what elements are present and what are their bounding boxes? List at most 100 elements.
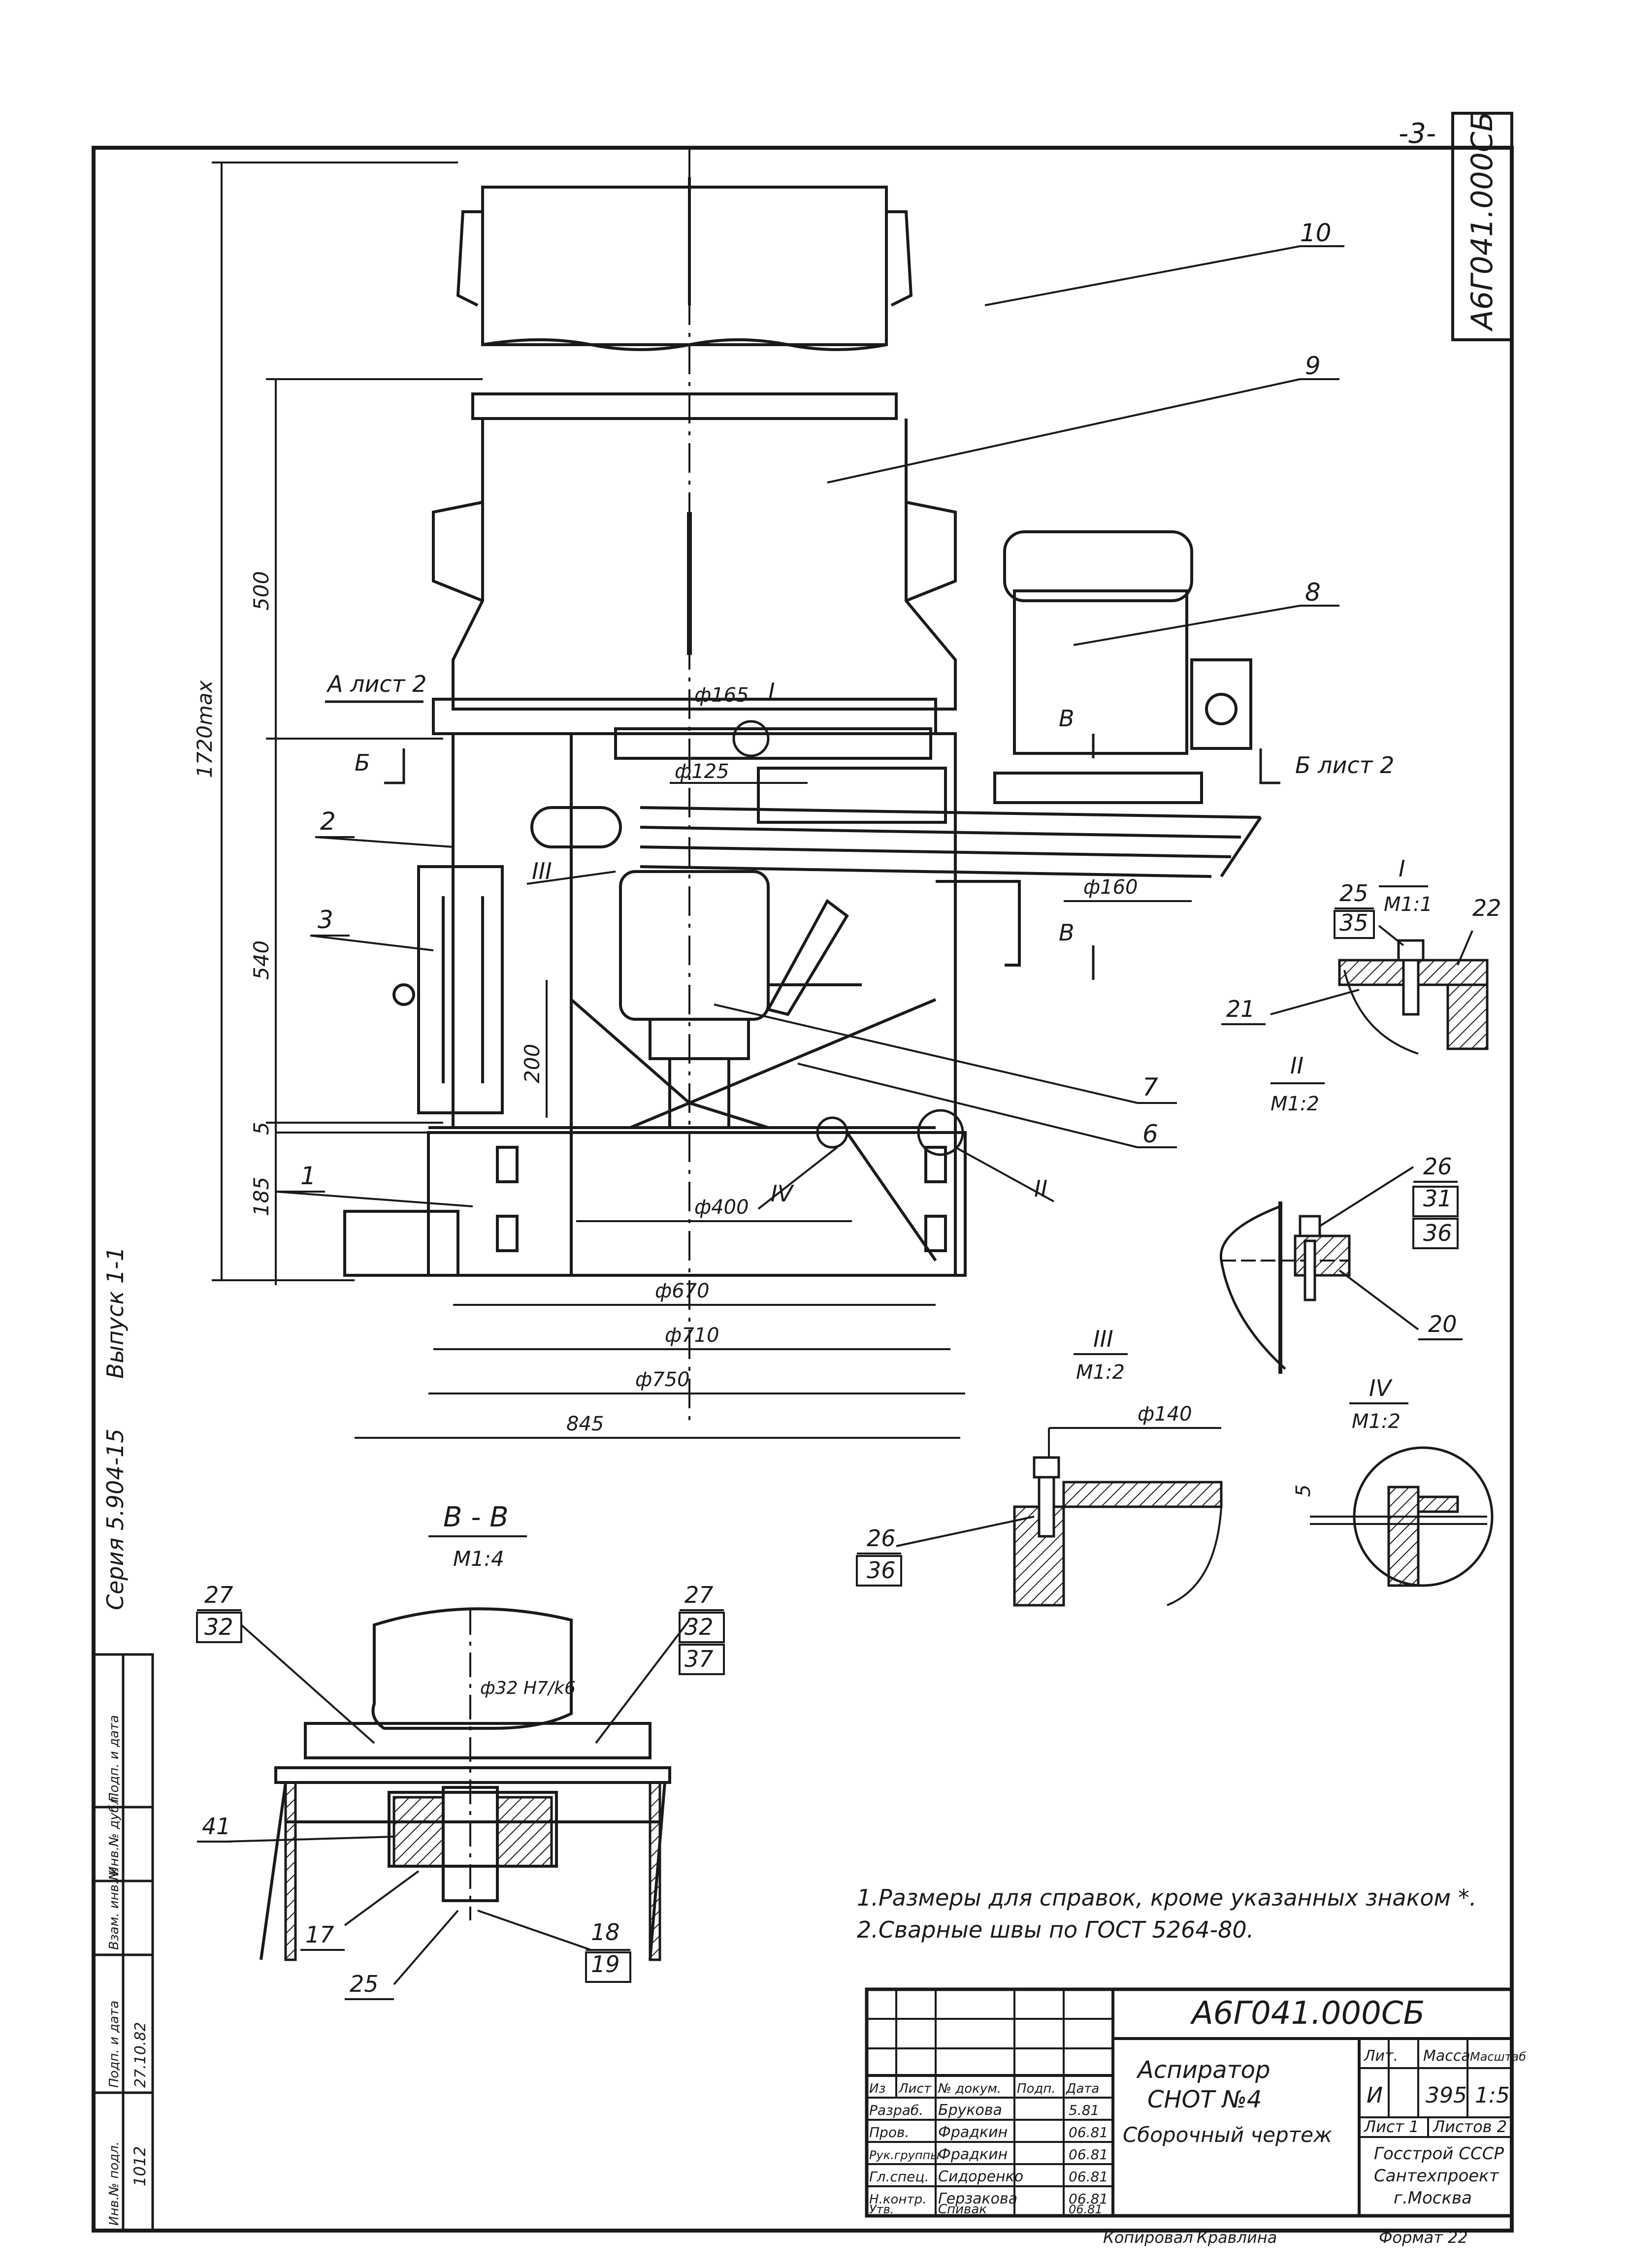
section-vv-label-32b: 32: [684, 1614, 714, 1640]
dim-5: 5: [249, 1122, 273, 1135]
tb-sheets: Листов 2: [1433, 2117, 1507, 2136]
tb-name-2: СНОТ №4: [1147, 2086, 1262, 2113]
detail-I-label-35: 35: [1339, 909, 1368, 936]
detail-IV-title: IV: [1369, 1375, 1393, 1401]
detail-IV-dim: 5: [1292, 1485, 1315, 1497]
section-vv-label-32a: 32: [204, 1614, 233, 1640]
tb-person-3: Фрадкин: [938, 2146, 1008, 2163]
tb-role-3: Рук.группы: [869, 2148, 940, 2162]
section-vv-label-37: 37: [684, 1646, 714, 1672]
section-vv: В - В М1:4 ф32 Н7/k6 27 32 27: [196, 1501, 725, 2000]
dim-d400: ф400: [694, 1196, 749, 1219]
sheet-frame: [92, 146, 1514, 2233]
detail-III: III М1:2 ф140 26 36: [856, 1326, 1223, 1607]
corner-code: А6Г041.000СБ: [1465, 111, 1499, 332]
section-v-bottom: В: [1059, 919, 1075, 946]
dim-d750: ф750: [635, 1368, 690, 1391]
tb-name-3: Сборочный чертеж: [1123, 2123, 1332, 2147]
tb-org-1: Госстрой СССР: [1374, 2144, 1504, 2164]
callout-10: 10: [1300, 219, 1332, 247]
tb-org-3: г.Москва: [1394, 2188, 1472, 2208]
tb-name-1: Аспиратор: [1136, 2056, 1270, 2084]
tb-scale-value: 1:5: [1475, 2083, 1510, 2108]
tb-lit-header: Лит.: [1364, 2047, 1398, 2065]
stamp-h2: Подп. и дата: [107, 2001, 122, 2088]
section-v-top: В: [1059, 705, 1075, 732]
callout-7: 7: [1142, 1073, 1158, 1102]
issue-label: Выпуск 1-1: [102, 1247, 129, 1379]
tb-col-date: Дата: [1066, 2081, 1099, 2096]
callout-9: 9: [1305, 352, 1321, 380]
detail-I-title: I: [1399, 855, 1405, 882]
tb-person-2: Фрадкин: [938, 2124, 1008, 2141]
section-vv-label-27b: 27: [684, 1582, 714, 1608]
section-vv-scale: М1:4: [453, 1547, 504, 1571]
dim-d125: ф125: [675, 760, 729, 783]
tb-role-5: Н.контр.: [869, 2192, 926, 2207]
tb-date-6: 06.81: [1069, 2203, 1103, 2216]
tb-date-3: 06.81: [1069, 2146, 1108, 2163]
detail-I-label-22: 22: [1472, 895, 1501, 921]
stamp-inv-value: 1012: [130, 2146, 149, 2186]
series-label: Серия 5.904-15: [102, 1428, 129, 1610]
detail-IV-scale: М1:2: [1352, 1410, 1401, 1433]
dim-540: 540: [249, 940, 273, 980]
dim-d670: ф670: [655, 1280, 710, 1302]
section-b-left: Б: [355, 749, 370, 776]
detail-II-title: II: [1290, 1052, 1303, 1079]
detail-II-label-26: 26: [1423, 1153, 1452, 1180]
detail-II-label-31: 31: [1423, 1185, 1452, 1212]
section-vv-label-25: 25: [350, 1971, 379, 1997]
title-block: [865, 1987, 1514, 2218]
tb-col-doc: № докум.: [937, 2081, 1001, 2096]
tb-date-1: 5.81: [1069, 2102, 1099, 2118]
section-vv-label-17: 17: [305, 1921, 334, 1948]
corner-code-box: А6Г041.000СБ: [1451, 111, 1513, 341]
note-1: 1.Размеры для справок, кроме указанных з…: [857, 1884, 1476, 1911]
tb-col-sign: Подп.: [1017, 2081, 1056, 2096]
section-a: А лист 2: [326, 671, 426, 697]
roman-I: I: [768, 678, 775, 705]
detail-II-scale: М1:2: [1271, 1093, 1319, 1115]
detail-circle-II: [917, 1109, 964, 1156]
detail-I-label-21: 21: [1226, 996, 1255, 1022]
tb-col-izm: Из: [869, 2081, 885, 2096]
callout-3: 3: [318, 906, 333, 934]
tb-copied: Копировал: [1103, 2228, 1193, 2247]
section-vv-label-41: 41: [202, 1813, 231, 1840]
dimension-lines: [212, 162, 1192, 1439]
main-view: [343, 177, 1262, 1277]
tb-designation: А6Г041.000СБ: [1190, 1995, 1425, 2032]
section-vv-dim: ф32 Н7/k6: [480, 1678, 576, 1698]
tb-person-5: Герзакова: [938, 2190, 1017, 2207]
page-number: -3-: [1399, 118, 1436, 150]
stamp-h1: Инв.№ подл.: [107, 2141, 122, 2226]
section-vv-title: В - В: [443, 1501, 509, 1533]
note-2: 2.Сварные швы по ГОСТ 5264-80.: [857, 1916, 1254, 1943]
stamp-date-value: 27.10.82: [132, 2022, 149, 2088]
tb-person-1: Брукова: [938, 2102, 1002, 2119]
stamp-h3: Взам. инв.№: [107, 1867, 122, 1950]
dim-d710: ф710: [665, 1324, 719, 1347]
section-b-right: Б лист 2: [1295, 752, 1394, 778]
dim-845: 845: [566, 1413, 604, 1435]
callout-2: 2: [320, 807, 336, 836]
tb-lit-value: И: [1367, 2083, 1383, 2108]
tb-role-6: Утв.: [869, 2203, 894, 2216]
tb-date-2: 06.81: [1069, 2124, 1108, 2140]
section-vv-label-27a: 27: [204, 1582, 233, 1608]
section-vv-label-19: 19: [591, 1951, 620, 1977]
section-vv-label-18: 18: [591, 1919, 620, 1945]
detail-III-title: III: [1093, 1326, 1113, 1352]
dim-d165: ф165: [694, 684, 749, 707]
side-stamp: [92, 1653, 154, 2232]
tb-role-1: Разраб.: [869, 2102, 923, 2118]
detail-I-label-25: 25: [1339, 880, 1368, 907]
callout-6: 6: [1142, 1120, 1158, 1148]
tb-role-4: Гл.спец.: [869, 2169, 929, 2185]
tb-mass-value: 395: [1426, 2083, 1467, 2108]
tb-mass-header: Масса: [1423, 2047, 1470, 2065]
dim-d160: ф160: [1083, 876, 1138, 899]
detail-II-label-20: 20: [1428, 1311, 1457, 1337]
